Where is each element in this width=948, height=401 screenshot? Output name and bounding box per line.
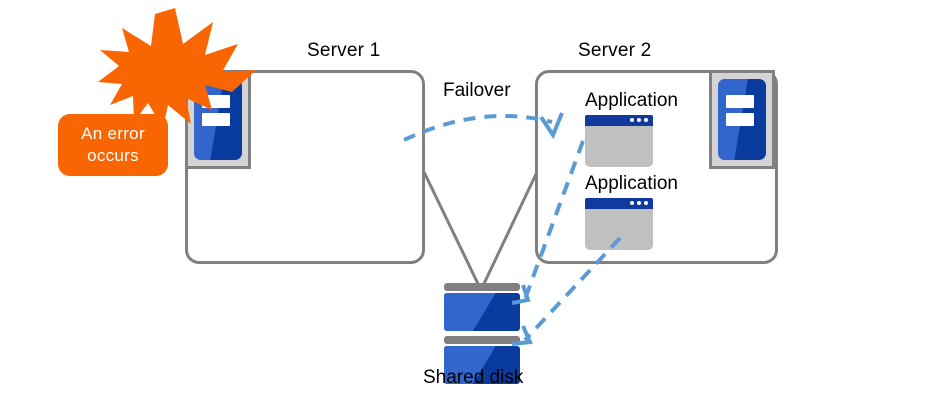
server2-title: Server 2	[578, 40, 652, 61]
application-window-body	[585, 126, 653, 167]
server-icon-body	[194, 79, 242, 160]
window-dots-icon	[630, 118, 648, 122]
server-icon-bar	[725, 95, 754, 109]
server-icon-bar	[201, 95, 230, 109]
server-icon-bar	[201, 113, 230, 127]
application-titlebar	[585, 115, 653, 126]
window-dots-icon	[630, 201, 648, 205]
application-window-body	[585, 209, 653, 250]
server-icon-bar	[725, 113, 754, 127]
server2-disk-link	[479, 171, 539, 291]
disk-cap	[444, 336, 520, 344]
disk-unit	[444, 283, 520, 331]
disk-cap	[444, 283, 520, 291]
shared-disk-label: Shared disk	[423, 367, 524, 388]
server1-disk-link	[422, 171, 483, 291]
application-titlebar	[585, 198, 653, 209]
application-window-icon	[585, 198, 653, 250]
application-window-icon	[585, 115, 653, 167]
failover-label: Failover	[443, 80, 511, 101]
error-callout-text: An error occurs	[81, 124, 145, 165]
application-label: Application	[585, 90, 678, 111]
disk-unit	[444, 336, 520, 384]
server1-title: Server 1	[307, 40, 381, 61]
shared-disk-icon	[444, 283, 520, 389]
server-icon-body	[718, 79, 766, 160]
error-callout: An error occurs	[58, 114, 168, 176]
disk-body	[444, 293, 520, 331]
server-icon	[709, 70, 775, 169]
server-icon	[185, 70, 251, 169]
disk-body	[444, 346, 520, 384]
failover-dashed-curve	[403, 114, 553, 142]
application-label: Application	[585, 173, 678, 194]
